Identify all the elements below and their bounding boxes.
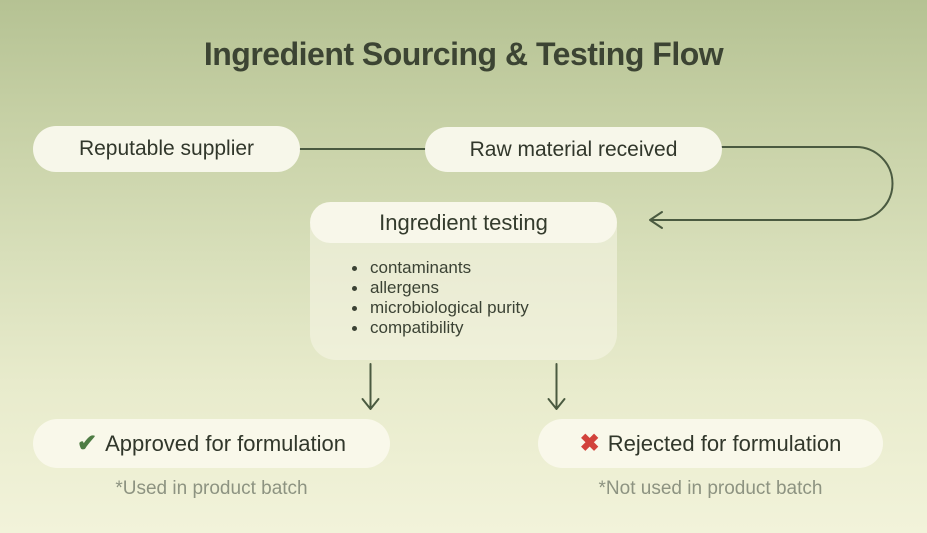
node-label: Raw material received — [469, 137, 678, 161]
list-item: compatibility — [344, 318, 607, 338]
list-item: contaminants — [344, 258, 607, 278]
node-label: Approved for formulation — [105, 430, 346, 456]
testing-criteria-list: contaminants allergens microbiological p… — [344, 258, 607, 338]
list-item: microbiological purity — [344, 298, 607, 318]
approved-arrowhead-icon — [361, 398, 380, 410]
node-label: Ingredient testing — [379, 209, 548, 235]
approved-footnote: *Used in product batch — [115, 478, 308, 499]
node-raw-material-received: Raw material received — [425, 127, 722, 172]
rejected-arrowhead-icon — [547, 398, 566, 410]
rejected-footnote: *Not used in product batch — [598, 478, 823, 499]
cross-icon: ✖ — [579, 429, 600, 457]
check-icon: ✔ — [76, 429, 98, 457]
loop-arrowhead-icon — [649, 211, 663, 229]
list-item: allergens — [344, 278, 607, 298]
node-ingredient-testing: Ingredient testing contaminants allergen… — [310, 202, 617, 360]
node-approved-for-formulation: ✔ Approved for formulation — [33, 419, 390, 468]
ingredient-testing-header: Ingredient testing — [310, 202, 617, 243]
node-label: Rejected for formulation — [607, 430, 842, 456]
page-title: Ingredient Sourcing & Testing Flow — [203, 36, 724, 72]
node-rejected-for-formulation: ✖ Rejected for formulation — [538, 419, 883, 468]
node-label: Reputable supplier — [78, 137, 255, 160]
node-reputable-supplier: Reputable supplier — [33, 126, 300, 172]
